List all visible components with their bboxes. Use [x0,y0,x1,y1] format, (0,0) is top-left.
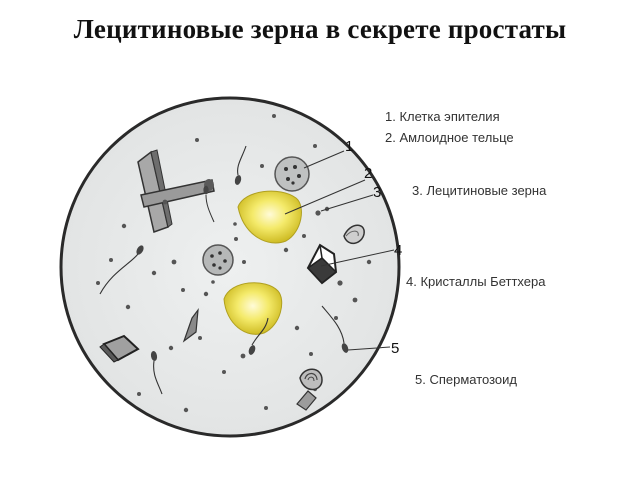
spermatozoon [248,317,269,355]
spermatozoon [150,351,163,395]
callout-4: 4 [394,242,402,259]
amyloid-body [237,190,302,244]
lecithin-grains [96,114,372,413]
page-title: Лецитиновые зерна в секрете простаты [73,14,567,44]
spermatozoon [203,185,215,223]
epithelial-cell [202,244,234,276]
epithelial-cell [274,156,310,192]
callout-1: 1 [345,138,353,155]
leader-lines [284,150,395,351]
spermatozoon [99,245,144,295]
legend-item-epithelial-cell: 1. Клетка эпителия [385,109,500,124]
callout-5: 5 [391,340,399,357]
legend-item-spermatozoon: 5. Сперматозоид [415,372,518,387]
legend-item-amyloid-body: 2. Амлоидное тельце [385,130,514,145]
boettcher-crystal [182,307,199,343]
boettcher-crystal [99,334,140,363]
legend-item-lecithin-grains: 3. Лецитиновые зерна [412,183,547,198]
ovoid-body [343,224,365,245]
callout-2: 2 [364,165,372,182]
spermatozoon [321,305,349,353]
cross-crystal [137,149,215,233]
ovoid-body [299,368,323,391]
callout-3: 3 [373,184,381,201]
spermatozoon [234,145,247,185]
legend-item-boettcher-crystals: 4. Кристаллы Беттхера [406,274,546,289]
boettcher-crystal [296,390,317,411]
